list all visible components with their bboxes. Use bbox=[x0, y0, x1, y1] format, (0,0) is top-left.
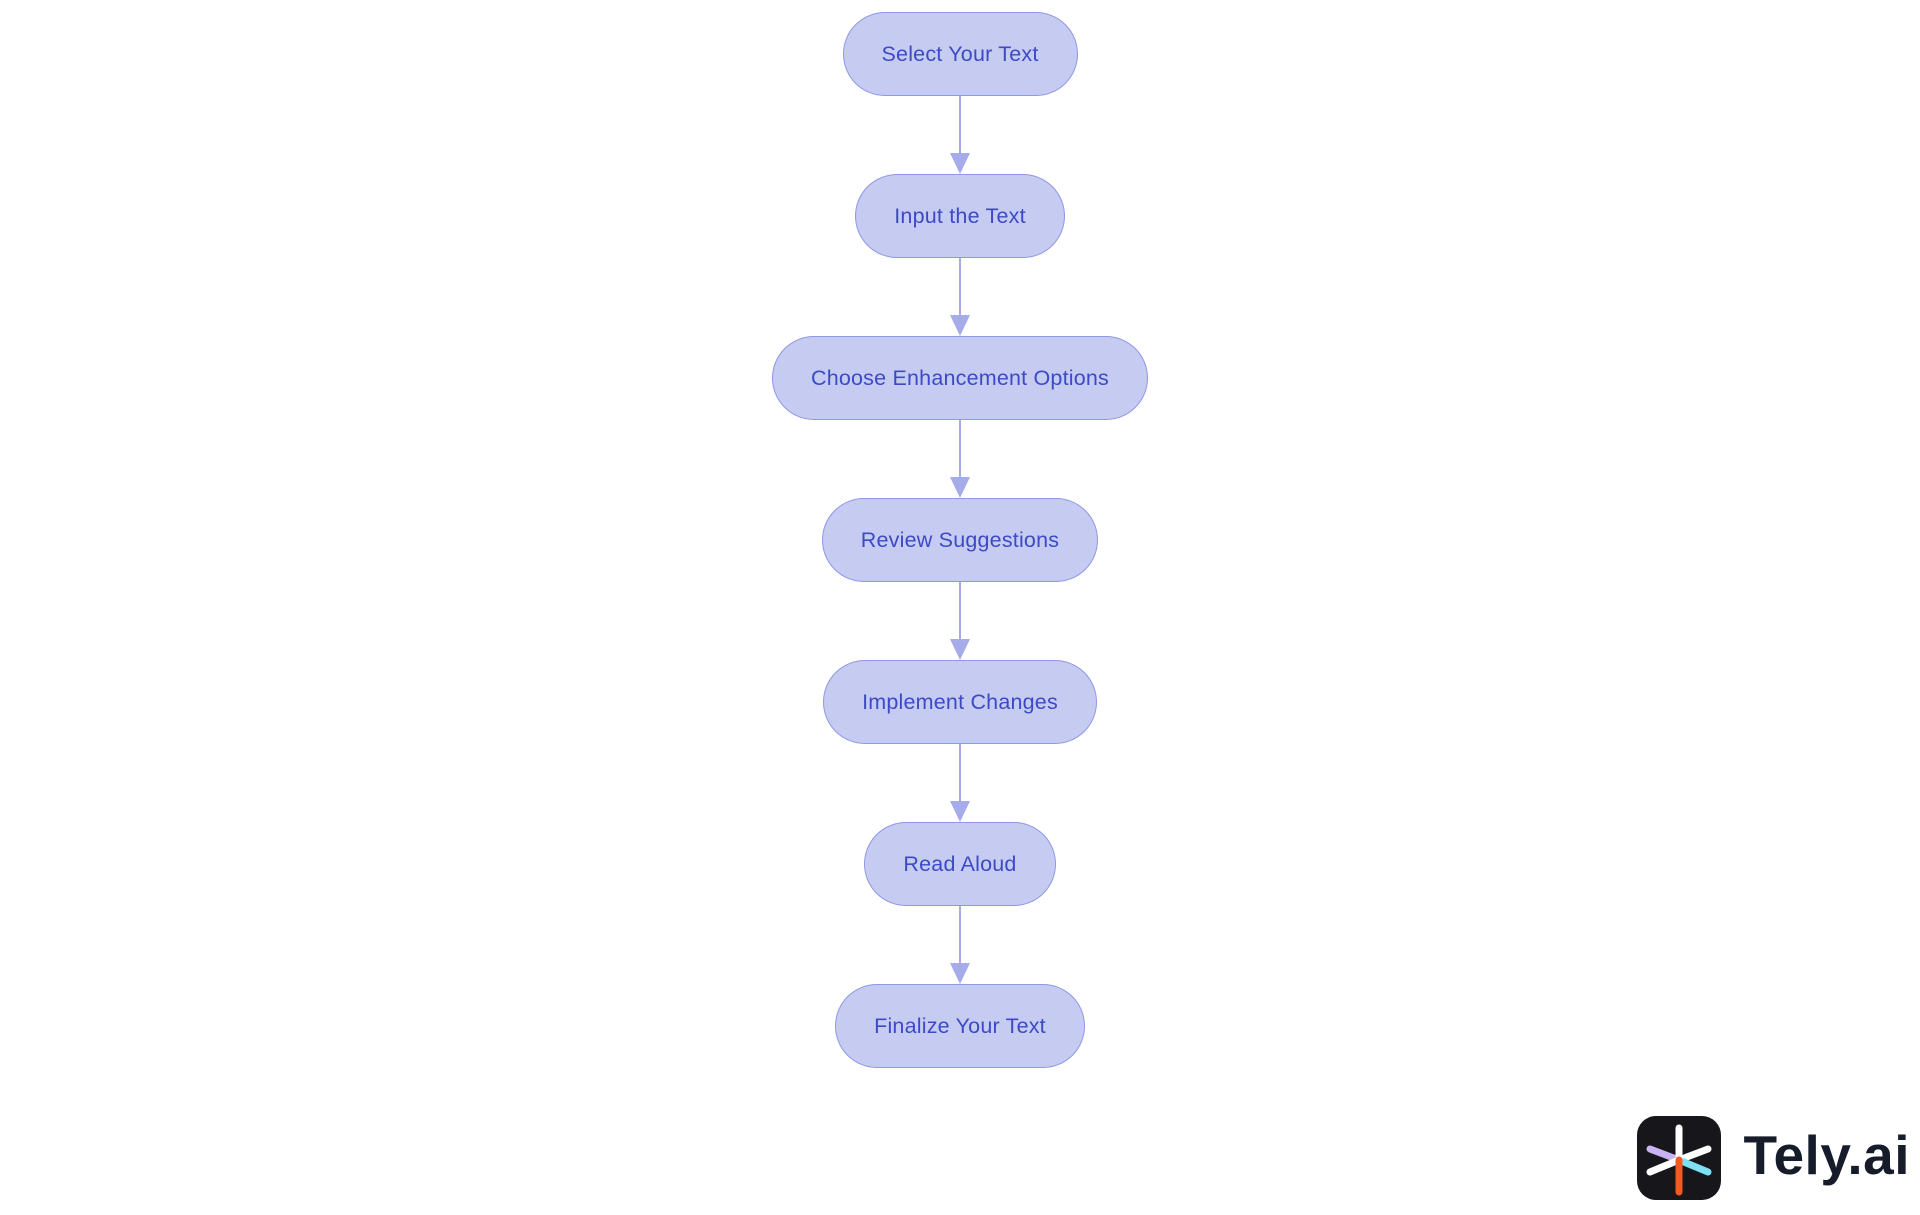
brand-wordmark: Tely.ai bbox=[1743, 1123, 1910, 1186]
flow-node: Read Aloud bbox=[864, 822, 1056, 906]
tely-asterisk-icon bbox=[1637, 1116, 1722, 1200]
flow-node: Review Suggestions bbox=[821, 498, 1099, 582]
flow-connector-arrow bbox=[950, 582, 970, 660]
flow-connector-arrow bbox=[950, 420, 970, 498]
brand-logo: Tely.ai bbox=[1637, 1116, 1910, 1200]
flow-node: Input the Text bbox=[855, 174, 1065, 258]
flow-node: Implement Changes bbox=[823, 660, 1097, 744]
flow-connector-arrow bbox=[950, 906, 970, 984]
flow-node: Choose Enhancement Options bbox=[771, 336, 1149, 420]
flow-node-label: Choose Enhancement Options bbox=[810, 365, 1110, 390]
flow-node-label: Implement Changes bbox=[862, 689, 1058, 714]
flow-connector-arrow bbox=[950, 258, 970, 336]
flow-connector-arrow bbox=[950, 744, 970, 822]
flow-node-label: Input the Text bbox=[894, 203, 1026, 228]
flow-node: Finalize Your Text bbox=[835, 984, 1085, 1068]
flow-connector-arrow bbox=[950, 96, 970, 174]
flow-node-label: Select Your Text bbox=[881, 41, 1039, 66]
flow-node: Select Your Text bbox=[842, 12, 1078, 96]
flow-node-label: Review Suggestions bbox=[860, 527, 1060, 552]
flow-node-label: Finalize Your Text bbox=[874, 1013, 1046, 1038]
flow-node-label: Read Aloud bbox=[903, 851, 1017, 876]
